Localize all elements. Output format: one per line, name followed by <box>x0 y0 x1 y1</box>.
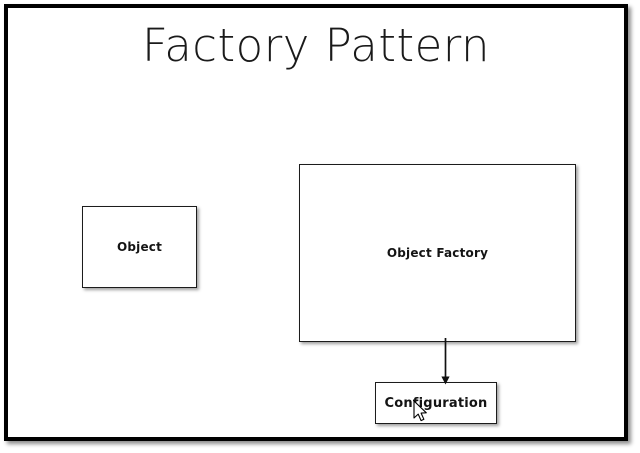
slide-canvas: Factory Pattern Object Object Factory Co… <box>8 8 624 437</box>
diagram-box-object-factory-label: Object Factory <box>386 246 489 260</box>
page-title: Factory Pattern <box>141 19 491 72</box>
diagram-box-object-factory[interactable]: Object Factory <box>299 164 576 342</box>
diagram-box-object-label: Object <box>116 240 163 254</box>
diagram-box-configuration[interactable]: Configuration <box>375 382 497 424</box>
diagram-box-configuration-label: Configuration <box>384 395 488 411</box>
arrow-connector-icon <box>441 338 450 385</box>
slide-frame: Factory Pattern Object Object Factory Co… <box>4 4 628 441</box>
diagram-box-object[interactable]: Object <box>82 206 197 288</box>
